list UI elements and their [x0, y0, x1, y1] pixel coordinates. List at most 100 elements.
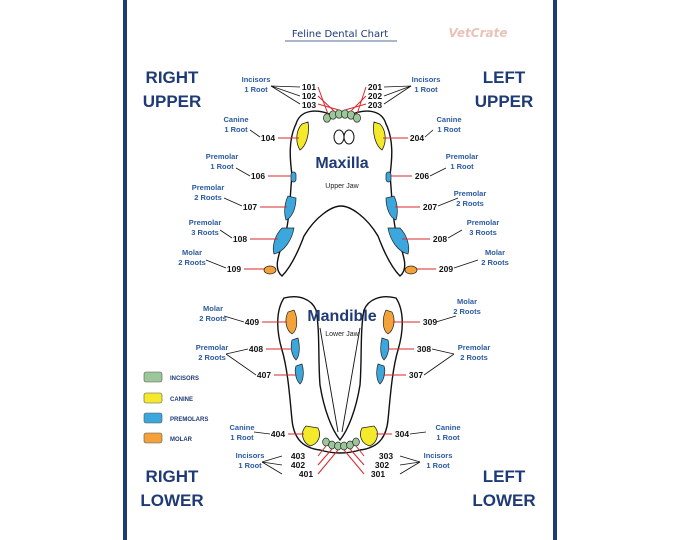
tooth-number-402: 402: [291, 460, 305, 470]
tooth-number-204: 204: [410, 133, 424, 143]
mandible-inner-line-right: [319, 327, 339, 433]
label-incisors-left-lower-1: Incisors: [424, 451, 453, 460]
tooth-number-308: 308: [417, 344, 431, 354]
legend-label-premolars: PREMOLARS: [170, 417, 208, 423]
tooth-number-307: 307: [409, 370, 423, 380]
tooth-number-104: 104: [261, 133, 275, 143]
label-premolar-106-1: Premolar: [206, 152, 239, 161]
premolar-tooth-207: [385, 195, 398, 221]
lower-incisors: [322, 437, 360, 451]
label-canine-304-1: Canine: [435, 423, 460, 432]
legend-swatch-molar: [143, 432, 163, 444]
brand-logo: VetCrate: [449, 26, 508, 40]
label-canine-404-2: 1 Root: [230, 433, 254, 442]
tooth-number-107: 107: [243, 202, 257, 212]
label-incisors-left-lower-2: 1 Root: [426, 461, 450, 470]
quadrant-right-upper-line2: UPPER: [143, 92, 202, 111]
label-incisors-right-upper-2: 1 Root: [244, 85, 268, 94]
label-canine-404-1: Canine: [229, 423, 254, 432]
mandible-inner-line-left: [341, 327, 361, 433]
premolar-tooth-407: [294, 363, 304, 385]
molar-tooth-409: [285, 309, 298, 335]
tooth-number-106: 106: [251, 171, 265, 181]
quadrant-left-upper-line2: UPPER: [475, 92, 534, 111]
label-premolar-107-1: Premolar: [192, 183, 225, 192]
legend-label-molar: MOLAR: [170, 437, 193, 443]
label-premolar-40x-1: Premolar: [196, 343, 229, 352]
tooth-number-302: 302: [375, 460, 389, 470]
tooth-number-209: 209: [439, 264, 453, 274]
label-premolar-106-2: 1 Root: [210, 162, 234, 171]
tooth-number-409: 409: [245, 317, 259, 327]
incisor-tooth-203: [353, 113, 361, 123]
upper-incisors: [323, 109, 361, 123]
palatine-fissure-right: [333, 129, 345, 145]
quadrant-right-lower-line2: LOWER: [140, 491, 203, 510]
label-premolar-207-1: Premolar: [454, 189, 487, 198]
legend-label-incisors: INCISORS: [170, 376, 199, 382]
label-incisors-right-upper-1: Incisors: [242, 75, 271, 84]
label-incisors-right-lower-1: Incisors: [236, 451, 265, 460]
molar-tooth-209: [404, 265, 418, 275]
palatine-fissure-left: [343, 129, 355, 145]
leader-lines: [244, 86, 436, 475]
label-molar-209-1: Molar: [485, 248, 505, 257]
label-canine-104-2: 1 Root: [224, 125, 248, 134]
label-canine-204-1: Canine: [436, 115, 461, 124]
label-premolar-207-2: 2 Roots: [456, 199, 484, 208]
label-premolar-107-2: 2 Roots: [194, 193, 222, 202]
maxilla-sublabel: Upper Jaw: [325, 183, 359, 190]
label-premolar-208-2: 3 Roots: [469, 228, 497, 237]
tooth-number-202: 202: [368, 91, 382, 101]
tooth-number-103: 103: [302, 100, 316, 110]
label-premolar-206-1: Premolar: [446, 152, 479, 161]
premolar-tooth-408: [290, 337, 300, 361]
mandible-outline: [277, 296, 403, 454]
quadrant-left-lower-line1: LEFT: [483, 467, 526, 486]
label-canine-304-2: 1 Root: [436, 433, 460, 442]
legend-label-canine: CANINE: [170, 397, 193, 403]
label-incisors-left-upper-2: 1 Root: [414, 85, 438, 94]
tooth-number-203: 203: [368, 100, 382, 110]
palate-line: [303, 205, 379, 237]
premolar-tooth-108: [272, 227, 295, 255]
label-premolar-40x-2: 2 Roots: [198, 353, 226, 362]
label-premolar-108-1: Premolar: [189, 218, 222, 227]
label-incisors-right-lower-2: 1 Root: [238, 461, 262, 470]
premolar-tooth-208: [387, 227, 410, 255]
legend-swatch-premolars: [143, 412, 163, 424]
label-molar-409-2: 2 Roots: [199, 314, 227, 323]
premolar-tooth-206: [385, 171, 392, 183]
label-premolar-206-2: 1 Root: [450, 162, 474, 171]
label-canine-204-2: 1 Root: [437, 125, 461, 134]
legend-swatch-incisors: [143, 371, 163, 383]
label-molar-309-2: 2 Roots: [453, 307, 481, 316]
molar-tooth-309: [382, 309, 395, 335]
canine-tooth-104: [296, 121, 309, 151]
incisor-tooth-303: [352, 437, 360, 447]
tooth-number-206: 206: [415, 171, 429, 181]
canine-tooth-304: [360, 425, 378, 447]
tooth-number-301: 301: [371, 469, 385, 479]
label-premolar-30x-2: 2 Roots: [460, 353, 488, 362]
label-premolar-30x-1: Premolar: [458, 343, 491, 352]
legend: INCISORS CANINE PREMOLARS MOLAR: [143, 371, 208, 444]
premolar-tooth-106: [290, 171, 297, 183]
quadrant-left-upper-line1: LEFT: [483, 68, 526, 87]
premolar-tooth-308: [380, 337, 390, 361]
quadrant-right-upper-line1: RIGHT: [146, 68, 200, 87]
tooth-number-207: 207: [423, 202, 437, 212]
tooth-number-101: 101: [302, 82, 316, 92]
premolar-tooth-107: [284, 195, 297, 221]
premolar-tooth-307: [376, 363, 386, 385]
tooth-number-303: 303: [379, 451, 393, 461]
label-molar-109-1: Molar: [182, 248, 202, 257]
mandible-label: Mandible: [307, 308, 376, 325]
maxilla-label: Maxilla: [315, 155, 368, 172]
tooth-number-304: 304: [395, 429, 409, 439]
tooth-number-403: 403: [291, 451, 305, 461]
tooth-number-201: 201: [368, 82, 382, 92]
connector-lines: [205, 85, 479, 475]
label-molar-209-2: 2 Roots: [481, 258, 509, 267]
